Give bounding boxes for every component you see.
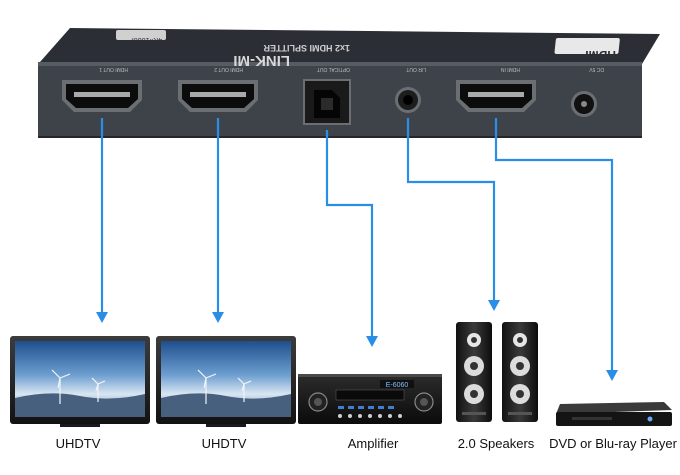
amplifier-display-text: E-6060 [386, 382, 409, 389]
port-label-4: L/R OUT [406, 66, 426, 72]
label-dvd-player: DVD or Blu-ray Player [549, 436, 677, 451]
speaker-icon [502, 322, 538, 422]
hdmi-port-icon [62, 80, 142, 112]
tv-icon [10, 336, 150, 427]
arrowhead-icon [366, 336, 378, 347]
arrowhead-icon [212, 312, 224, 323]
label-uhdtv-1: UHDTV [55, 436, 101, 451]
label-uhdtv-2: UHDTV [201, 436, 247, 451]
port-label-6: DC 5V [589, 66, 604, 72]
connector-arrowheads [96, 300, 618, 381]
model-text: 1x2 HDMI SPLITTER [263, 43, 350, 53]
dc-jack-icon [571, 91, 597, 117]
port-label-2: HDMI OUT 2 [214, 66, 243, 72]
port-label-1: HDMI OUT 1 [99, 66, 128, 72]
brand-text: LINK-MI [233, 52, 290, 69]
version-badge: 4K×1080P [116, 30, 166, 43]
hdmi-logo: HDMI [554, 38, 620, 62]
hdmi-splitter-device: LINK-MI 1x2 HDMI SPLITTER HDMI 4K×1080P … [38, 28, 660, 138]
audio-jack-icon [395, 87, 421, 113]
arrowhead-icon [96, 312, 108, 323]
label-amplifier: Amplifier [347, 436, 399, 451]
device-top-face [40, 28, 660, 64]
tv-icon [156, 336, 296, 427]
arrowhead-icon [606, 370, 618, 381]
connector-lines [100, 118, 614, 370]
label-speakers: 2.0 Speakers [457, 436, 535, 451]
connector-lr-out [406, 118, 496, 300]
dvd-player-icon [556, 402, 672, 426]
hdmi-port-icon [178, 80, 258, 112]
amplifier-icon: E-6060 [298, 374, 442, 424]
speaker-icon [456, 322, 492, 422]
connector-optical [325, 130, 374, 336]
arrowhead-icon [488, 300, 500, 311]
optical-port-icon [303, 79, 351, 125]
hdmi-logo-text: HDMI [585, 48, 616, 62]
port-label-3: OPTICAL OUT [317, 66, 350, 72]
version-text: 4K×1080P [129, 36, 162, 43]
port-label-5: HDMI IN [500, 66, 520, 72]
connector-hdmi-in [494, 118, 614, 370]
hdmi-port-icon [456, 80, 536, 112]
